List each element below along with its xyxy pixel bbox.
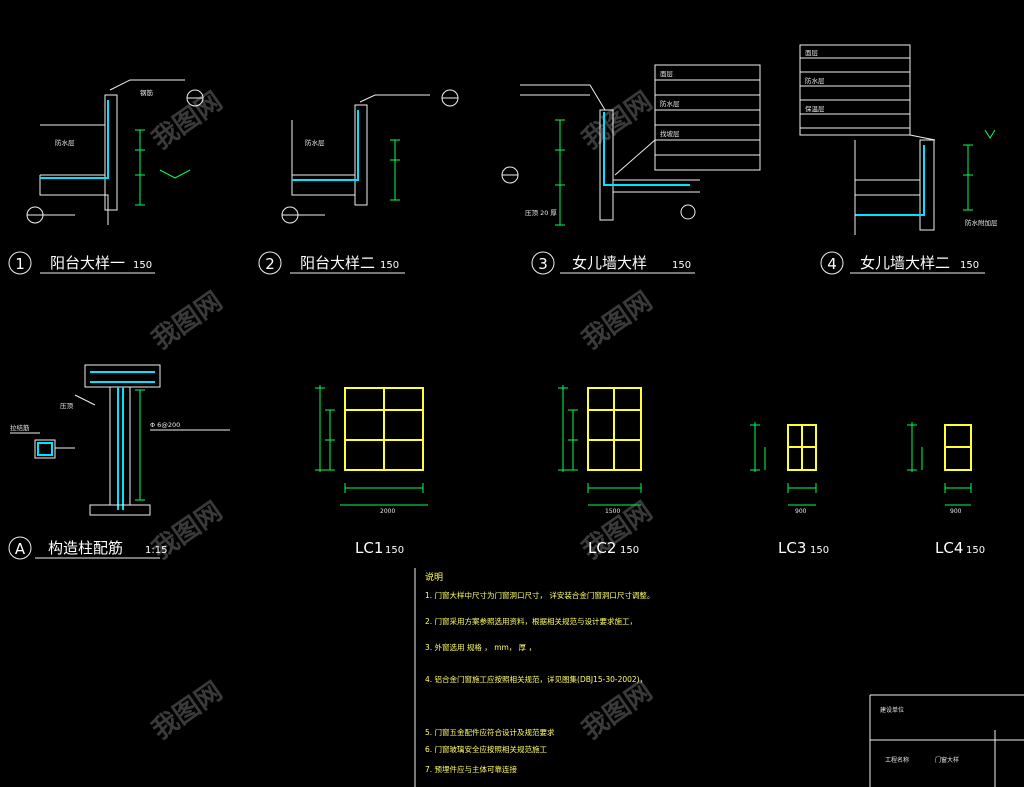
svg-text:保温层: 保温层 — [805, 104, 825, 113]
svg-text:150: 150 — [620, 545, 639, 556]
svg-text:900: 900 — [795, 508, 807, 515]
window-label-lc3: LC3 150 — [778, 539, 829, 557]
svg-text:150: 150 — [966, 545, 985, 556]
svg-text:LC4: LC4 — [935, 539, 963, 557]
svg-text:1: 1 — [15, 255, 25, 273]
watermark: 我图网 — [577, 286, 658, 355]
window-label-lc4: LC4 150 — [935, 539, 985, 557]
svg-text:防水层: 防水层 — [805, 76, 825, 85]
svg-text:防水层: 防水层 — [660, 99, 680, 108]
title-block: 建设单位 工程名称 门窗大样 — [869, 694, 1024, 787]
detail-parapet-2: 面层 防水层 保温层 防水附加层 — [799, 44, 998, 235]
note-item: 7. 预埋件应与主体可靠连接 — [425, 764, 518, 774]
watermark: 我图网 — [577, 86, 658, 155]
svg-text:面层: 面层 — [660, 70, 674, 78]
svg-text:LC1: LC1 — [355, 539, 383, 557]
svg-text:150: 150 — [380, 260, 399, 271]
svg-text:压顶 20 厚: 压顶 20 厚 — [525, 209, 557, 217]
window-lc2: 1500 — [558, 385, 642, 515]
svg-text:2000: 2000 — [380, 508, 395, 515]
window-lc4: 900 — [907, 422, 972, 515]
note-item: 4. 铝合金门窗施工应按照相关规范，详见图集(DBJ15-30-2002)， — [425, 674, 647, 684]
note-item: 6. 门窗玻璃安全应按照相关规范施工 — [425, 744, 548, 754]
svg-text:防水层: 防水层 — [305, 138, 325, 147]
svg-text:Φ 6@200: Φ 6@200 — [150, 421, 180, 429]
svg-text:阳台大样一: 阳台大样一 — [50, 254, 125, 272]
svg-text:3: 3 — [538, 255, 548, 273]
svg-text:压顶: 压顶 — [60, 402, 74, 410]
note-item: 2. 门窗采用方案参照选用资料，根据相关规范与设计要求施工， — [425, 616, 637, 626]
note-item: 3. 外窗选用 规格 ， mm， 厚 ， — [425, 642, 536, 652]
svg-text:2: 2 — [265, 255, 275, 273]
detail-balcony-2: 防水层 — [281, 89, 459, 224]
svg-text:女儿墙大样二: 女儿墙大样二 — [860, 254, 950, 272]
svg-text:找坡层: 找坡层 — [660, 129, 680, 138]
svg-text:LC2: LC2 — [588, 539, 616, 557]
title-block-drawing: 门窗大样 — [935, 756, 959, 764]
svg-text:A: A — [15, 540, 26, 558]
detail-title-a: A 构造柱配筋 1:15 — [8, 536, 167, 560]
title-block-client: 建设单位 — [880, 706, 904, 714]
svg-text:拉结筋: 拉结筋 — [10, 423, 30, 432]
svg-text:LC3: LC3 — [778, 539, 806, 557]
svg-text:阳台大样二: 阳台大样二 — [300, 254, 375, 272]
window-lc1: 2000 — [315, 385, 428, 515]
watermark: 我图网 — [577, 676, 658, 745]
detail-title-4: 4 女儿墙大样二 150 — [820, 251, 985, 275]
svg-text:构造柱配筋: 构造柱配筋 — [48, 539, 123, 557]
window-lc3: 900 — [750, 422, 817, 515]
title-block-project: 工程名称 — [885, 756, 909, 764]
note-item: 1. 门窗大样中尺寸为门窗洞口尺寸， 详安装合金门窗洞口尺寸调整。 — [425, 590, 654, 600]
window-label-lc2: LC2 150 — [588, 539, 639, 557]
svg-text:150: 150 — [672, 260, 691, 271]
detail-column-reinforcement: 压顶 Φ 6@200 拉结筋 — [10, 364, 230, 516]
detail-balcony-1: 防水层 钢筋 — [26, 79, 204, 225]
svg-text:900: 900 — [950, 508, 962, 515]
note-item: 5. 门窗五金配件应符合设计及规范要求 — [425, 727, 555, 737]
watermark-layer: 我图网 我图网 我图网 我图网 我图网 我图网 我图网 我图网 — [147, 86, 658, 745]
svg-text:女儿墙大样: 女儿墙大样 — [572, 254, 647, 272]
watermark: 我图网 — [147, 676, 228, 745]
svg-text:防水层: 防水层 — [55, 138, 75, 147]
svg-text:防水附加层: 防水附加层 — [965, 218, 998, 227]
svg-text:钢筋: 钢筋 — [140, 88, 154, 97]
detail-title-2: 2 阳台大样二 150 — [258, 251, 405, 275]
svg-text:150: 150 — [133, 260, 152, 271]
svg-text:150: 150 — [385, 545, 404, 556]
svg-text:1500: 1500 — [605, 508, 620, 515]
svg-text:150: 150 — [960, 260, 979, 271]
svg-text:1:15: 1:15 — [145, 545, 167, 556]
watermark: 我图网 — [147, 286, 228, 355]
detail-title-3: 3 女儿墙大样 150 — [531, 251, 695, 275]
svg-text:面层: 面层 — [805, 49, 819, 57]
svg-text:4: 4 — [827, 255, 837, 273]
window-label-lc1: LC1 150 — [355, 539, 404, 557]
detail-title-1: 1 阳台大样一 150 — [8, 251, 155, 275]
general-notes: 说明 1. 门窗大样中尺寸为门窗洞口尺寸， 详安装合金门窗洞口尺寸调整。 2. … — [414, 568, 654, 787]
detail-parapet-1: 面层 防水层 找坡层 压顶 20 厚 — [501, 64, 761, 226]
notes-heading: 说明 — [425, 571, 443, 583]
svg-text:150: 150 — [810, 545, 829, 556]
